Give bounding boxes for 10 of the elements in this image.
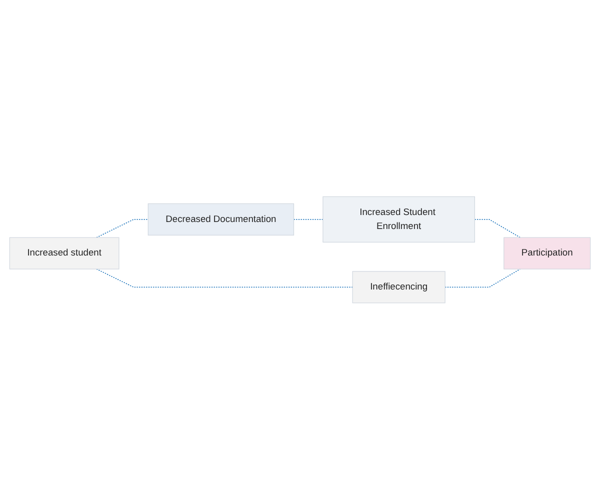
connector	[96, 268, 354, 288]
connector	[474, 219, 521, 238]
node-box: Increased Student Enrollment	[322, 196, 475, 243]
node-box: Decreased Documentation	[148, 204, 294, 236]
node-box: Participation	[504, 237, 591, 270]
connector	[444, 268, 521, 288]
connector	[293, 219, 324, 220]
connector	[96, 219, 149, 238]
node-box: Increased student	[9, 237, 120, 270]
node-box: Ineffiecencing	[352, 271, 446, 304]
